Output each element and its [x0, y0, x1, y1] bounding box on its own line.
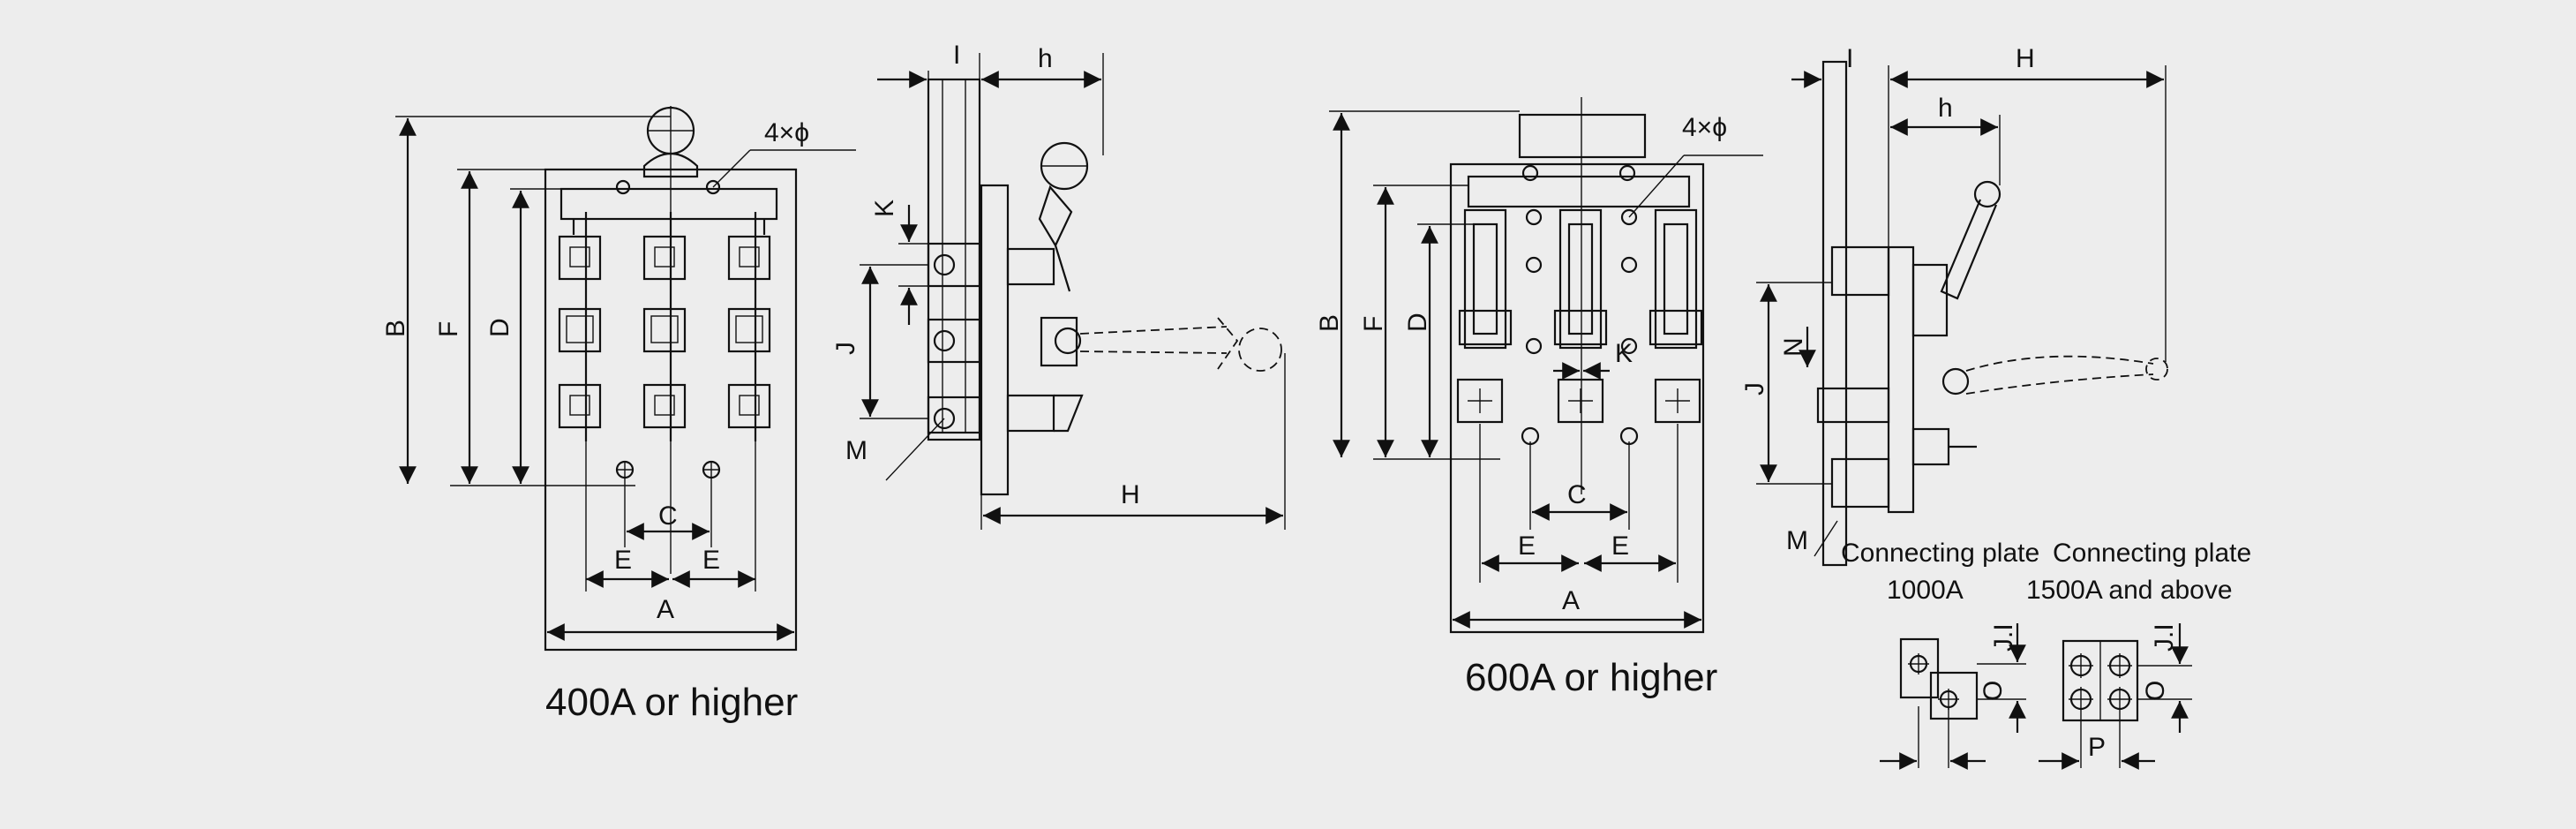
dim-JI-1500: J.I: [2150, 623, 2179, 652]
dim-D-600: D: [1403, 313, 1432, 332]
side-view-600a: I H h J N M: [1740, 44, 2168, 567]
dim-JI-1000: J.I: [1989, 623, 2018, 652]
dim-P-1500: P: [2088, 733, 2106, 762]
dim-K-400: K: [870, 200, 899, 217]
dim-N-600: N: [1779, 337, 1808, 357]
dim-O-1000: O: [1979, 681, 2008, 701]
dim-J-400: J: [831, 342, 860, 355]
dim-I-400: I: [953, 41, 960, 70]
dim-O-1500: O: [2141, 681, 2170, 701]
dim-A-600: A: [1562, 586, 1580, 615]
dim-B: B: [381, 320, 410, 337]
dim-M-400: M: [845, 436, 867, 465]
dim-mount-holes: 4×ϕ: [764, 118, 809, 147]
caption-400a: 400A or higher: [545, 681, 798, 724]
blade-assemblies: [1458, 208, 1703, 350]
dim-I-600: I: [1846, 44, 1853, 73]
connecting-plate-1500a: Connecting plate 1500A and above J.I O P: [2026, 539, 2251, 770]
dim-mount-holes-600: 4×ϕ: [1682, 113, 1727, 142]
side-view-400a: I h K J M H: [831, 41, 1286, 530]
dim-K-600: K: [1615, 339, 1633, 368]
plate-1500-label: Connecting plate: [2053, 539, 2251, 568]
dim-A: A: [657, 595, 674, 624]
dim-M-600: M: [1786, 526, 1808, 555]
dim-h-400: h: [1038, 44, 1053, 73]
dim-C-600: C: [1567, 480, 1587, 509]
dim-F: F: [434, 321, 463, 337]
front-view-600a: B F D 4×ϕ K C E E A 600A or higher: [1315, 97, 1763, 699]
dim-E-left: E: [614, 546, 632, 575]
dim-H-400: H: [1121, 480, 1140, 509]
dim-J-600: J: [1740, 382, 1769, 396]
dim-E-right: E: [702, 546, 720, 575]
dim-B-600: B: [1315, 314, 1344, 332]
dim-E-600-left: E: [1518, 531, 1536, 561]
connecting-plate-1000a: Connecting plate 1000A J.I O: [1841, 539, 2039, 770]
plate-1000-rating: 1000A: [1887, 576, 1964, 605]
dim-H-600: H: [2016, 44, 2035, 73]
caption-600a: 600A or higher: [1465, 656, 1717, 699]
plate-1000-label: Connecting plate: [1841, 539, 2039, 568]
dim-F-600: F: [1359, 316, 1388, 332]
dim-C: C: [658, 501, 678, 531]
plate-1500-rating: 1500A and above: [2026, 576, 2233, 605]
front-view-400a: B F D 4×ϕ C E E A 400A or higher: [381, 106, 856, 724]
dim-h-600: h: [1938, 94, 1953, 123]
dim-D: D: [485, 318, 514, 337]
contact-grid: [558, 235, 771, 429]
dim-E-600-right: E: [1611, 531, 1629, 561]
